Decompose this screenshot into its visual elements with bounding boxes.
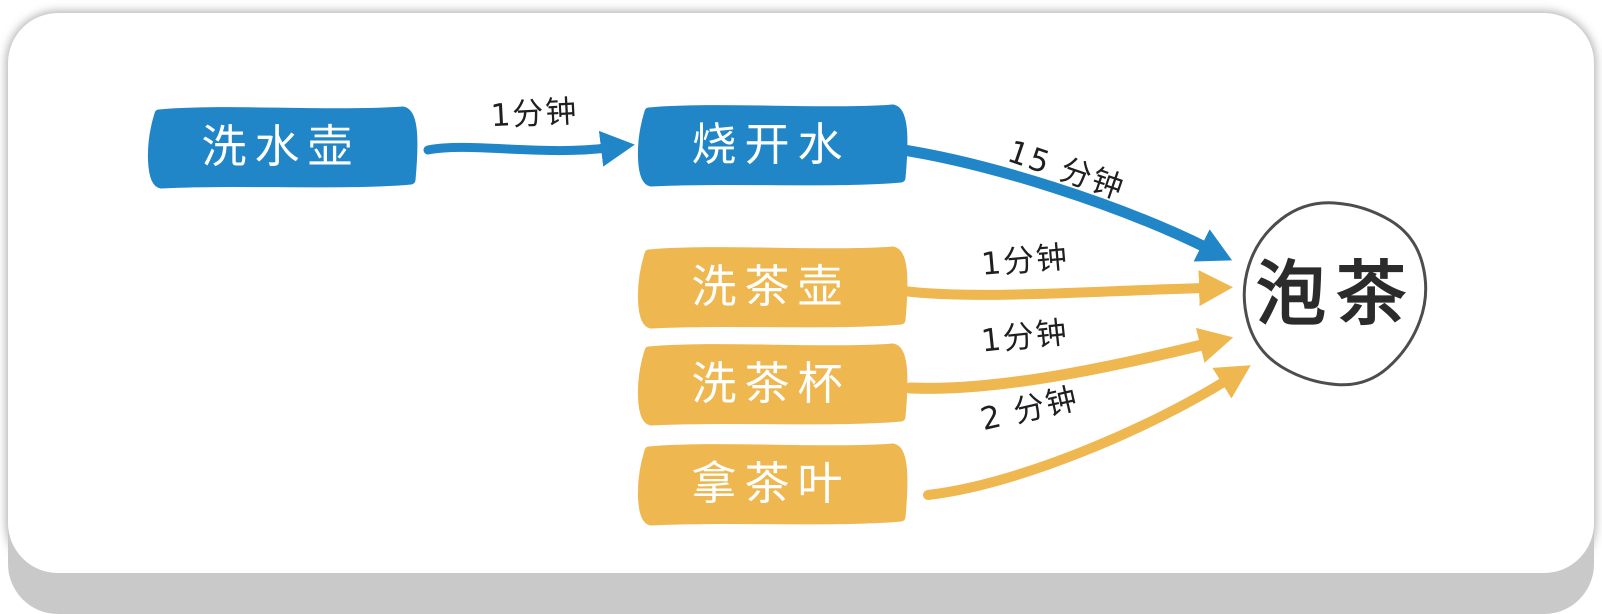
- node-get-tea-leaves: 拿茶叶: [642, 448, 903, 521]
- node-label: 洗茶杯: [691, 357, 850, 410]
- node-label: 洗茶壶: [691, 260, 850, 313]
- goal-circle: [1242, 201, 1428, 387]
- node-wash-kettle: 洗水壶: [152, 111, 413, 184]
- edge-boil-water-to-brew-tea: [891, 143, 1233, 262]
- edge-label-wash-teacup-brew-tea: 1分钟: [979, 315, 1070, 360]
- goal-node-brew-tea: 泡茶: [1242, 201, 1428, 387]
- node-label: 烧开水: [691, 118, 850, 171]
- node-boil-water: 烧开水: [642, 109, 903, 182]
- node-wash-teapot: 洗茶壶: [642, 251, 903, 324]
- edge-get-tea-leaves-to-brew-tea: [923, 365, 1251, 500]
- node-label: 洗水壶: [201, 120, 360, 173]
- node-label: 拿茶叶: [691, 457, 850, 510]
- node-wash-teacup: 洗茶杯: [642, 348, 903, 421]
- edge-label-wash-kettle-boil-water: 1分钟: [490, 94, 579, 135]
- edge-wash-teacup-to-brew-tea: [904, 327, 1234, 394]
- edge-wash-teapot-to-brew-tea: [898, 270, 1233, 307]
- edge-wash-kettle-to-boil-water: [423, 130, 635, 167]
- goal-label: 泡茶: [1256, 253, 1416, 335]
- edge-label-wash-teapot-brew-tea: 1分钟: [980, 239, 1071, 283]
